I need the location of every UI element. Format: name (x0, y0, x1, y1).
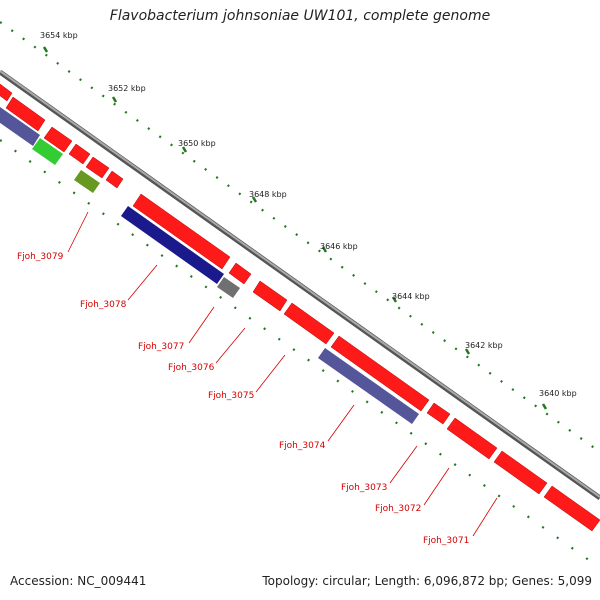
gene-block (228, 262, 252, 285)
tick-label-3640: 3640 kbp (539, 389, 577, 398)
tick-ring-inner (0, 139, 600, 569)
gene-block (85, 156, 110, 179)
accession-text: Accession: NC_009441 (10, 574, 147, 588)
gene-block (283, 302, 335, 345)
genome-backbone (0, 69, 600, 501)
map-title: Flavobacterium johnsoniae UW101, complet… (109, 8, 491, 24)
tick-label-3646: 3646 kbp (320, 242, 358, 251)
gene-block (252, 280, 288, 312)
gene-block (105, 170, 124, 189)
gene-block (0, 107, 40, 146)
gene-block (74, 170, 100, 193)
tick-label-3644: 3644 kbp (392, 292, 430, 301)
gene-label-fjoh-3077[interactable]: Fjoh_3077 (138, 342, 184, 352)
gene-block (132, 193, 231, 270)
gene-block (217, 277, 240, 298)
gene-label-fjoh-3071[interactable]: Fjoh_3071 (423, 536, 469, 546)
gene-block (43, 126, 73, 153)
tick-label-3648: 3648 kbp (249, 190, 287, 199)
label-connectors (67, 211, 498, 537)
gene-block (32, 138, 63, 165)
gene-block (330, 335, 430, 412)
gene-block (0, 83, 13, 102)
tick-label-3654: 3654 kbp (40, 31, 78, 40)
tick-label-3642: 3642 kbp (465, 341, 503, 350)
gene-label-fjoh-3075[interactable]: Fjoh_3075 (208, 391, 254, 401)
gene-label-fjoh-3072[interactable]: Fjoh_3072 (375, 504, 421, 514)
gene-block (121, 206, 224, 284)
gene-block (493, 450, 548, 495)
genome-summary-text: Topology: circular; Length: 6,096,872 bp… (262, 574, 592, 588)
gene-block (68, 143, 91, 165)
gene-block (426, 402, 451, 425)
gene-block (446, 417, 498, 460)
tick-label-3650: 3650 kbp (178, 139, 216, 148)
gene-label-fjoh-3076[interactable]: Fjoh_3076 (168, 363, 215, 373)
gene-blocks (0, 83, 600, 532)
gene-label-fjoh-3073[interactable]: Fjoh_3073 (341, 483, 387, 493)
tick-label-3652: 3652 kbp (108, 84, 146, 93)
gene-block (543, 485, 600, 532)
gene-block (318, 348, 419, 424)
gene-label-fjoh-3079[interactable]: Fjoh_3079 (17, 252, 64, 262)
gene-label-fjoh-3074[interactable]: Fjoh_3074 (279, 441, 326, 451)
tick-ring-outer (0, 21, 600, 453)
gene-block (5, 96, 46, 132)
major-ticks (42, 46, 548, 410)
gene-label-fjoh-3078[interactable]: Fjoh_3078 (80, 300, 127, 310)
